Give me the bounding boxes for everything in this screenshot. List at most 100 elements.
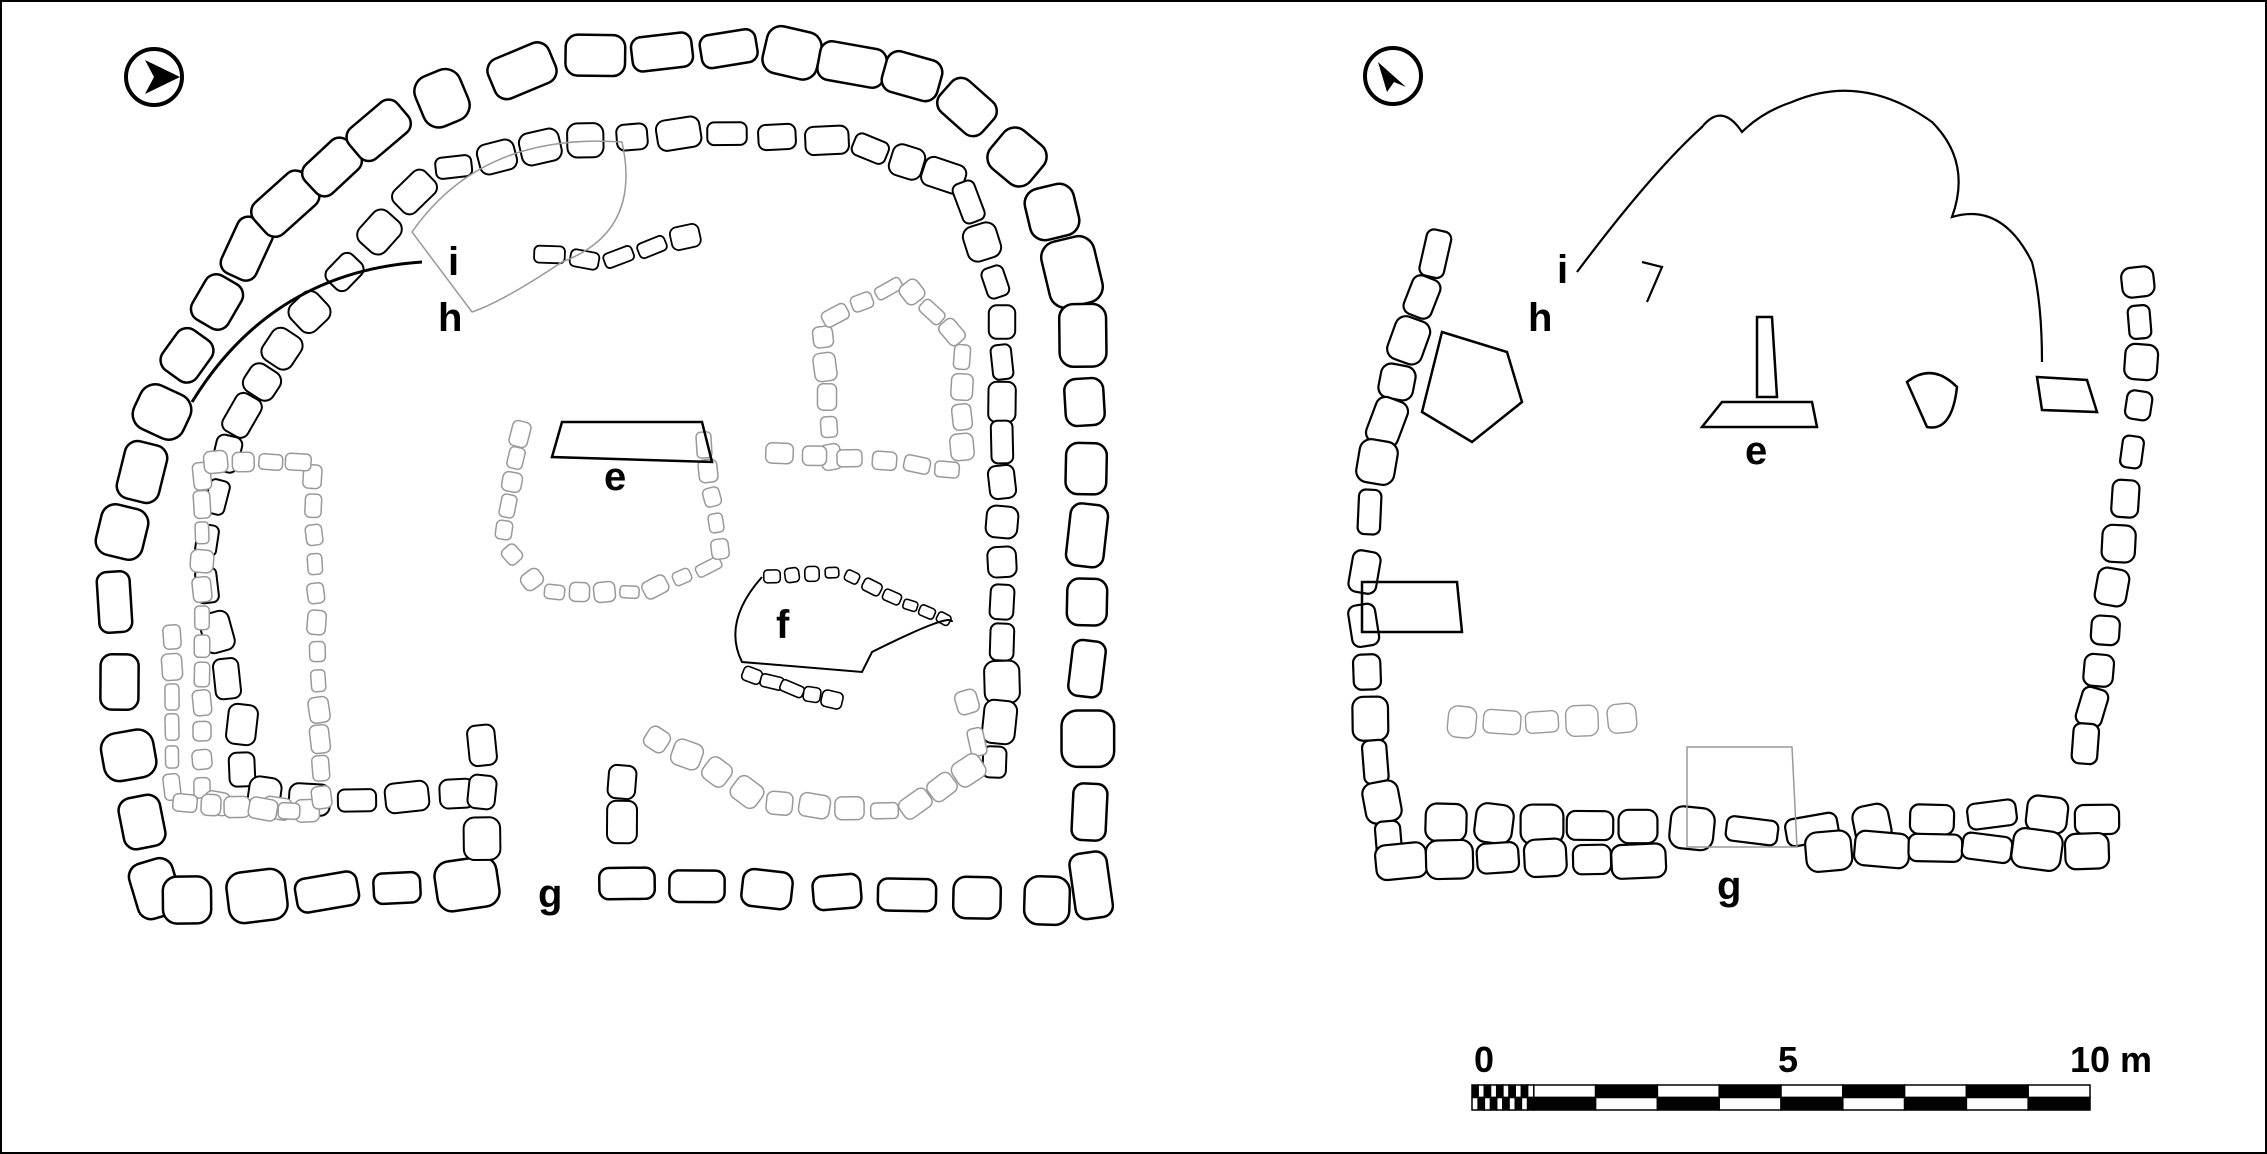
scale-segment (1471, 1096, 1479, 1111)
stone (1064, 502, 1110, 569)
stone (307, 695, 331, 725)
outline (1420, 330, 1524, 444)
stone (1386, 315, 1432, 366)
stone (117, 793, 167, 851)
stone (615, 122, 649, 152)
stone (849, 291, 875, 313)
stone (2119, 434, 2145, 470)
stone (619, 584, 640, 600)
stone (1424, 802, 1468, 843)
stone (1347, 549, 1382, 595)
scale-segment (1718, 1084, 1782, 1099)
stone (2123, 389, 2154, 422)
stone (926, 771, 958, 803)
scale-bar (1471, 1084, 2091, 1111)
stone (1351, 695, 1390, 742)
stone (966, 726, 988, 758)
scale-segment (1780, 1096, 1844, 1111)
stone (740, 867, 794, 911)
label-h-right: h (1528, 296, 1553, 340)
stone (94, 503, 150, 561)
stone (636, 234, 668, 260)
stone (836, 448, 863, 468)
stone (1022, 875, 1072, 927)
stone (1355, 438, 1399, 486)
stone (869, 801, 900, 820)
stone (308, 640, 327, 663)
stone (606, 763, 638, 801)
stone (980, 698, 1019, 746)
scale-segment (1718, 1096, 1782, 1111)
stone (1482, 708, 1522, 736)
scale-segment (1533, 1084, 1597, 1099)
stone (1966, 798, 2018, 831)
stone (164, 745, 180, 769)
stone (95, 569, 134, 635)
stone (700, 756, 734, 788)
scale-segment (1489, 1096, 1498, 1111)
stone (1475, 841, 1521, 875)
stone (861, 577, 883, 597)
stone (701, 486, 723, 508)
stone (159, 326, 215, 384)
stone (519, 567, 545, 592)
stone (211, 657, 243, 701)
stone (193, 661, 211, 688)
scale-segment (1514, 1084, 1523, 1099)
stone (983, 659, 1021, 705)
stone (873, 276, 904, 301)
scale-segment (1508, 1084, 1517, 1099)
stone (951, 875, 1003, 920)
outline (1699, 400, 1819, 429)
stone (2093, 566, 2131, 608)
scale-segment (1903, 1084, 1968, 1099)
stone (1063, 376, 1106, 428)
stone (952, 343, 972, 371)
stone (697, 458, 719, 484)
scale-segment (1489, 1084, 1498, 1099)
stone (475, 138, 519, 176)
stone (304, 523, 324, 547)
stone (1064, 441, 1109, 496)
stone (933, 460, 961, 479)
stone (1564, 704, 1600, 738)
stone (709, 537, 731, 561)
stone (811, 872, 863, 912)
scale-segment (1477, 1084, 1486, 1099)
outline (1905, 372, 1959, 429)
stone (1565, 809, 1615, 842)
scale-segment (1508, 1096, 1517, 1111)
stone (1610, 842, 1668, 880)
stone (980, 264, 1011, 300)
scale-segment (1594, 1096, 1659, 1111)
stone (797, 791, 832, 820)
stone (336, 788, 378, 813)
stone (1039, 234, 1105, 310)
scale-segment (1471, 1084, 1479, 1099)
outline (1641, 260, 1664, 303)
stone (694, 556, 723, 578)
stone (989, 419, 1015, 465)
stone (986, 545, 1018, 579)
stone (1473, 802, 1515, 845)
stone (2123, 342, 2160, 382)
stone (950, 372, 974, 402)
stone (1023, 182, 1081, 242)
stone (950, 402, 974, 432)
outline (411, 140, 627, 313)
scale-segment (1965, 1096, 2029, 1111)
stone (812, 351, 838, 383)
stone (241, 362, 283, 402)
stone (2120, 265, 2156, 299)
stone (1356, 488, 1383, 536)
label-g-right: g (1717, 864, 1742, 908)
stone (162, 624, 182, 650)
stone (988, 622, 1016, 662)
stone (953, 688, 981, 716)
stone (309, 668, 327, 693)
scale-segment (1483, 1084, 1492, 1099)
stone (987, 380, 1017, 424)
stone (306, 609, 328, 636)
stone (1347, 602, 1381, 649)
